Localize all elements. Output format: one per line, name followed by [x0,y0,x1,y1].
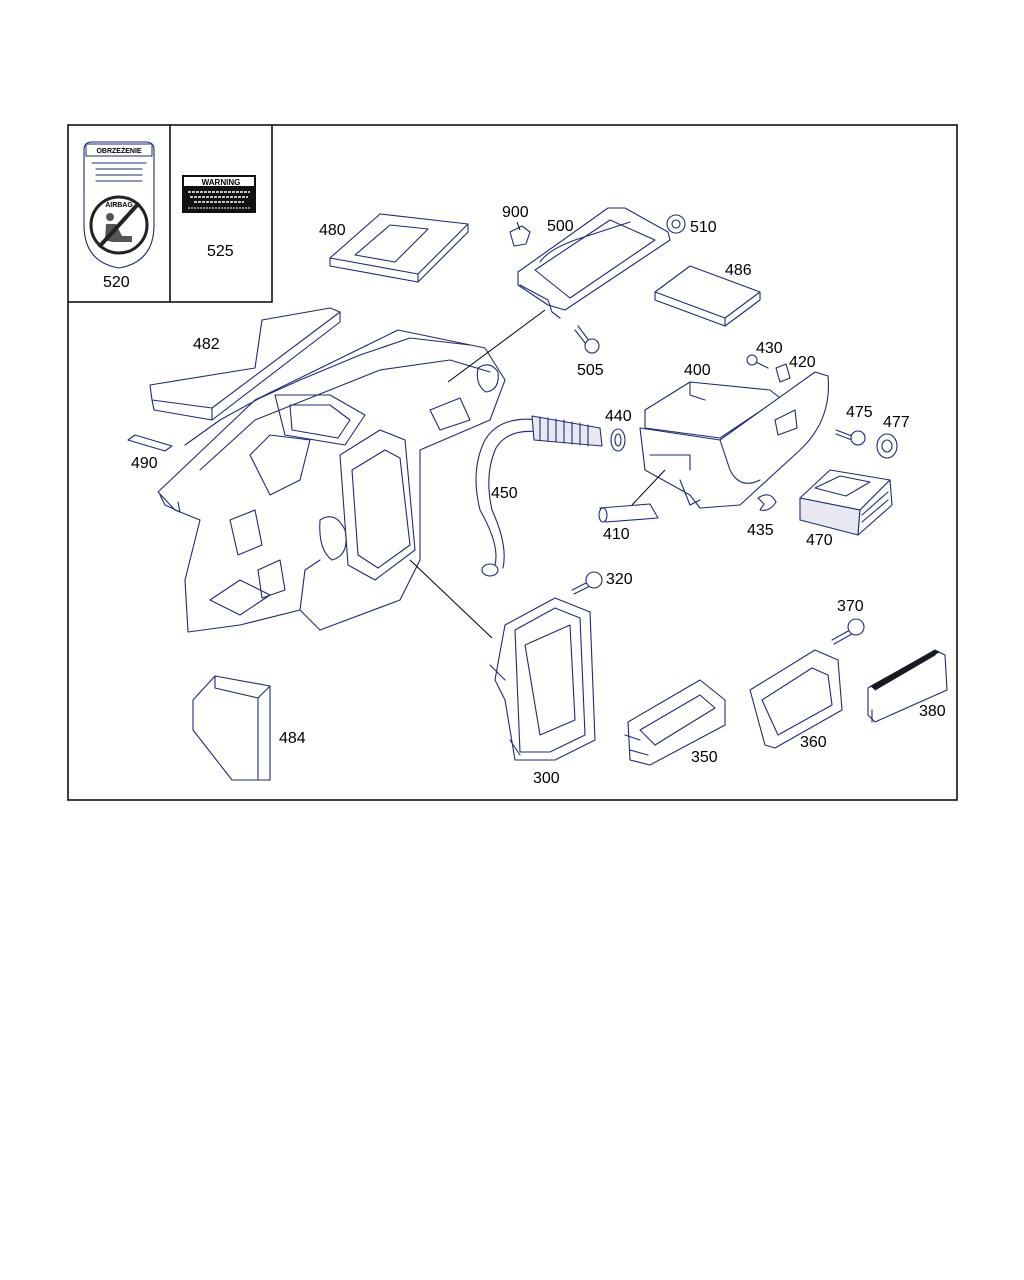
label-380: 380 [919,703,946,720]
label-486: 486 [725,262,752,279]
trim-strip-482 [149,307,341,421]
insert-380 [867,649,948,723]
block-484 [192,675,271,781]
label-420: 420 [789,354,816,371]
clip-900 [509,225,531,247]
nut-510 [666,214,686,234]
hose-450 [475,415,603,577]
label-435: 435 [747,522,774,539]
label-320: 320 [606,571,633,588]
label-500: 500 [547,218,574,235]
label-430: 430 [756,340,783,357]
label-360: 360 [800,734,827,751]
sticker-520-badge: AIRBAG [105,202,133,209]
diagram-frame [67,124,958,801]
label-520: 520 [103,274,130,291]
label-370: 370 [837,598,864,615]
frame-360 [749,649,843,749]
warning-sticker-525: WARNING [182,175,256,213]
label-350: 350 [691,749,718,766]
pad-486 [654,265,761,327]
leader-900 [516,221,521,231]
leader-300 [409,559,493,639]
glove-box-400 [639,371,829,509]
label-510: 510 [690,219,717,236]
screw-320 [571,571,603,595]
cap-477 [876,433,898,459]
airbag-sticker-520: OBRZEŻENIE AIRBAG [83,141,155,269]
cover-panel-480 [329,213,469,283]
screw-475 [835,429,866,446]
dashboard-assembly [157,329,506,633]
trim-strip-490 [127,434,173,452]
label-440: 440 [605,408,632,425]
label-477: 477 [883,414,910,431]
label-300: 300 [533,770,560,787]
label-470: 470 [806,532,833,549]
airbag-module-500 [517,207,671,319]
label-525: 525 [207,243,234,260]
label-450: 450 [491,485,518,502]
screw-430 [746,354,769,369]
leader-410 [631,469,666,506]
bracket-350 [624,679,726,766]
tray-470 [799,469,893,536]
label-475: 475 [846,404,873,421]
label-484: 484 [279,730,306,747]
rod-410 [598,503,659,523]
label-900: 900 [502,204,529,221]
bezel-300 [489,597,596,761]
screw-505 [574,325,600,354]
inset-frame [68,125,273,303]
label-490: 490 [131,455,158,472]
label-480: 480 [319,222,346,239]
clip-435 [757,494,777,511]
ring-440 [610,428,626,452]
sticker-520-title: OBRZEŻENIE [96,147,141,155]
label-505: 505 [577,362,604,379]
label-400: 400 [684,362,711,379]
label-410: 410 [603,526,630,543]
label-482: 482 [193,336,220,353]
clip-420 [775,363,791,383]
leader-500 [447,309,546,383]
sticker-525-title: WARNING [202,178,241,187]
screw-370 [831,618,865,645]
